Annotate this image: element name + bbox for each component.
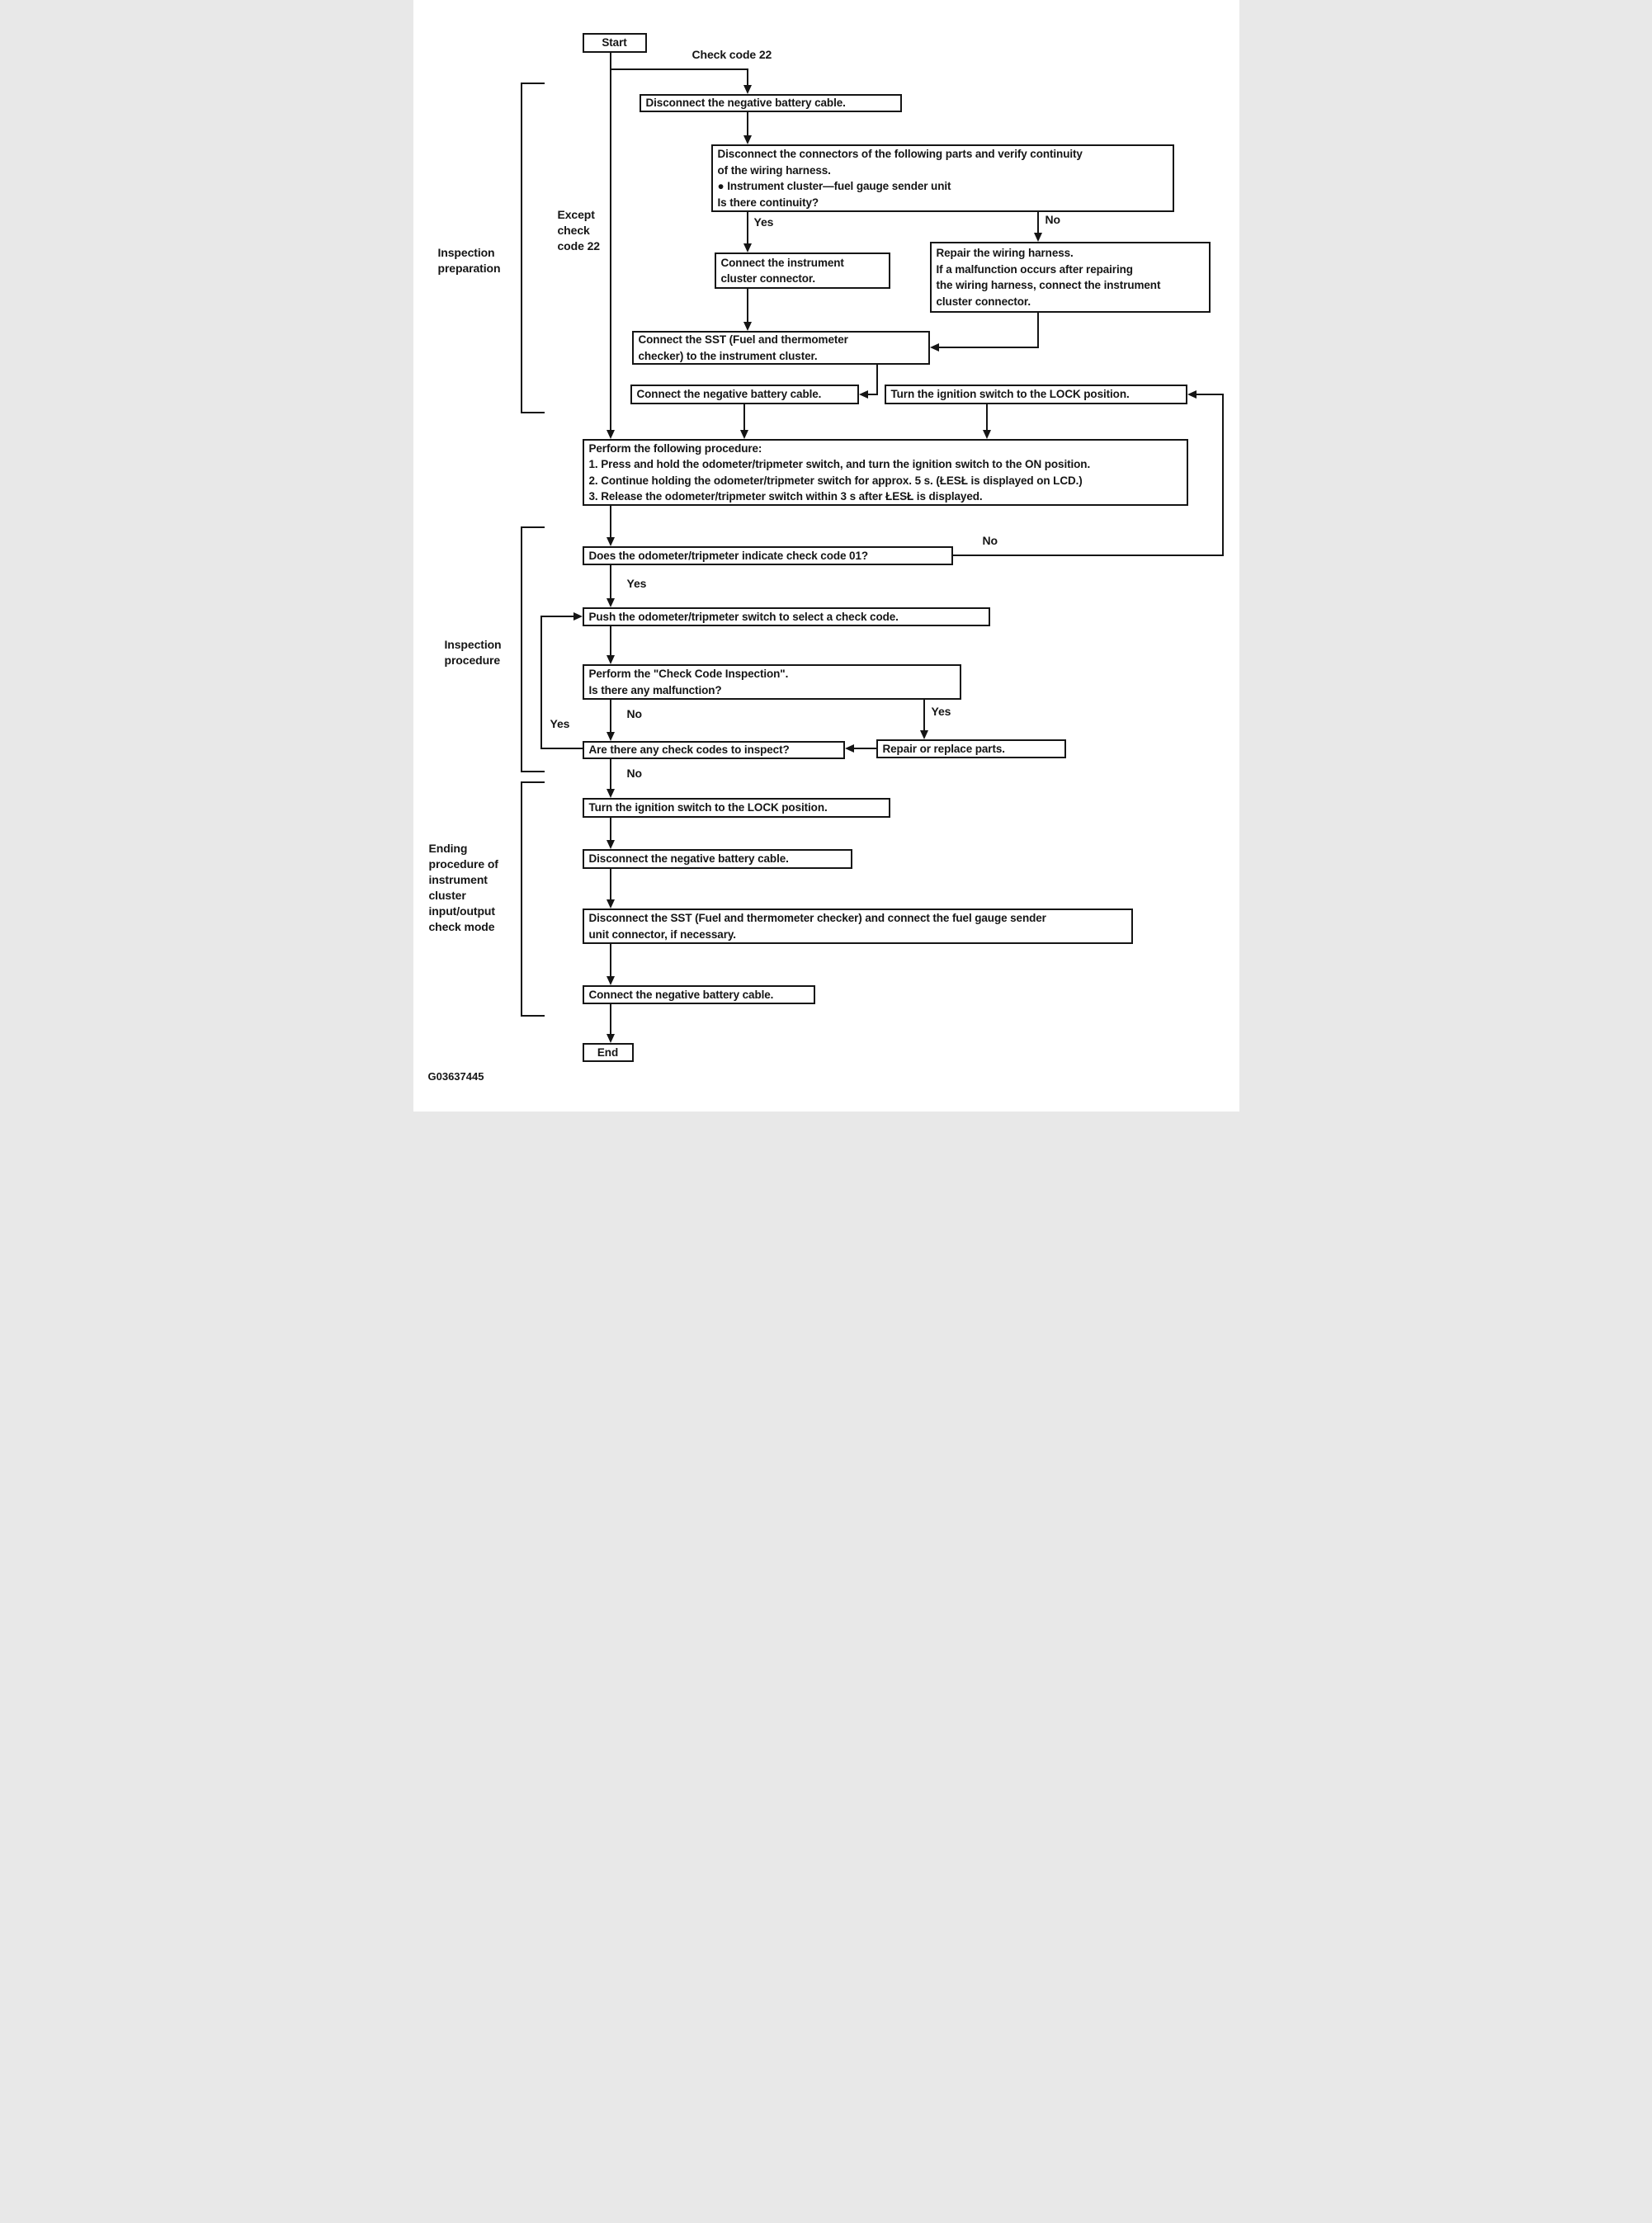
section-label-inspection-preparation: Inspection preparation — [437, 246, 501, 275]
arrowhead-into-check-code-inspection — [606, 655, 615, 664]
edge-repair-harness-down — [1036, 313, 1039, 348]
arrowhead-into-connect-battery-1 — [858, 390, 868, 399]
arrowhead-into-connect-cluster — [743, 243, 752, 253]
bracket-inspection-procedure-top-tick — [520, 526, 545, 528]
node-repair-or-replace: Repair or replace parts. — [876, 739, 1066, 758]
edge-no-loop-right — [1221, 394, 1224, 556]
branch-label-malfunction-yes: Yes — [931, 705, 951, 718]
edge-no-loop-bottom — [952, 555, 1224, 556]
node-connect-battery-2: Connect the negative battery cable. — [582, 985, 815, 1004]
bracket-inspection-preparation — [520, 83, 522, 413]
arrowhead-into-ignition-lock-1-right — [1187, 390, 1197, 399]
edge-spine-except-code-22 — [609, 53, 611, 430]
edge-malfunction-yes — [923, 700, 925, 730]
node-disconnect-battery-1: Disconnect the negative battery cable. — [639, 94, 902, 112]
edge-disconnect-sst-down — [609, 944, 611, 976]
arrowhead-into-repair-or-replace — [919, 730, 928, 739]
node-connect-cluster-connector: Connect the instrument cluster connector… — [714, 253, 890, 289]
edge-push-switch-down — [609, 626, 611, 655]
bracket-ending-procedure — [520, 782, 522, 1017]
branch-label-code01-no: No — [982, 534, 998, 547]
arrowhead-into-repair-harness — [1033, 233, 1042, 242]
branch-label-check-code-22: Check code 22 — [691, 48, 772, 61]
edge-yes-loop-top — [540, 616, 573, 617]
edge-continuity-no — [1036, 212, 1039, 233]
arrowhead-lock-into-perform — [982, 430, 991, 439]
arrowhead-into-codes-to-inspect — [606, 732, 615, 741]
node-connect-battery-1: Connect the negative battery cable. — [630, 385, 859, 404]
section-label-except-check-code-22: Except check code 22 — [557, 208, 601, 253]
branch-label-code01-yes: Yes — [626, 577, 647, 590]
node-start: Start — [582, 33, 647, 53]
section-label-ending-procedure: Ending procedure of instrument cluster i… — [428, 842, 498, 933]
figure-id: G03637445 — [427, 1070, 484, 1083]
edge-malfunction-no — [609, 700, 611, 732]
node-verify-continuity: Disconnect the connectors of the followi… — [710, 144, 1174, 212]
edge-disconnect-battery-1-down — [746, 112, 748, 135]
edge-connect-sst-down — [876, 365, 878, 395]
edge-ignition-lock-1-down — [985, 404, 988, 430]
arrowhead-into-end — [606, 1034, 615, 1043]
node-disconnect-battery-2: Disconnect the negative battery cable. — [582, 849, 852, 869]
node-disconnect-sst: Disconnect the SST (Fuel and thermometer… — [582, 909, 1133, 944]
branch-label-malfunction-no: No — [626, 707, 643, 720]
arrowhead-into-connect-battery-2 — [606, 976, 615, 985]
bracket-inspection-procedure-bottom-tick — [520, 771, 545, 772]
edge-connect-sst-left — [867, 394, 878, 395]
arrowhead-into-ignition-lock-2 — [606, 789, 615, 798]
arrowhead-into-check-code-01 — [606, 537, 615, 546]
node-repair-wiring-harness: Repair the wiring harness. If a malfunct… — [929, 242, 1211, 313]
section-label-inspection-procedure: Inspection procedure — [444, 638, 502, 667]
edge-connect-battery-2-down — [609, 1004, 611, 1034]
bracket-ending-procedure-bottom-tick — [520, 1015, 545, 1017]
node-push-switch-select-code: Push the odometer/tripmeter switch to se… — [582, 607, 990, 626]
edge-connect-battery-1-down — [743, 404, 745, 430]
arrowhead-into-disconnect-sst — [606, 899, 615, 909]
node-ignition-lock-2: Turn the ignition switch to the LOCK pos… — [582, 798, 890, 818]
arrowhead-into-push-switch — [606, 598, 615, 607]
edge-perform-down — [609, 506, 611, 537]
arrowhead-into-codes-to-inspect-right — [844, 744, 854, 753]
node-codes-to-inspect: Are there any check codes to inspect? — [582, 741, 845, 759]
bracket-inspection-preparation-bottom-tick — [520, 412, 545, 413]
edge-continuity-yes — [746, 212, 748, 243]
edge-repair-or-replace-left — [853, 748, 876, 749]
arrowhead-into-disconnect-battery-2 — [606, 840, 615, 849]
bracket-ending-procedure-top-tick — [520, 781, 545, 783]
arrowhead-into-push-switch-left — [573, 612, 583, 621]
edge-repair-harness-left — [938, 347, 1039, 348]
branch-label-inspect-more-no: No — [626, 767, 643, 780]
flowchart-page: Inspection preparation Except check code… — [413, 0, 1239, 1112]
branch-label-inspect-more-yes: Yes — [550, 717, 570, 730]
bracket-inspection-procedure — [520, 527, 522, 772]
edge-check-code-22-horizontal — [609, 68, 748, 70]
node-indicates-check-code-01: Does the odometer/tripmeter indicate che… — [582, 546, 953, 565]
edge-yes-loop-left — [540, 616, 542, 748]
node-perform-procedure: Perform the following procedure: 1. Pres… — [582, 439, 1188, 506]
node-end: End — [582, 1043, 634, 1062]
edge-disconnect-battery-2-down — [609, 869, 611, 899]
edge-inspect-more-no — [609, 759, 611, 789]
node-connect-sst: Connect the SST (Fuel and thermometer ch… — [631, 331, 930, 365]
bracket-inspection-preparation-top-tick — [520, 83, 545, 84]
edge-connect-cluster-down — [746, 289, 748, 322]
edge-code01-yes — [609, 565, 611, 598]
edge-yes-loop-bottom — [540, 748, 583, 749]
arrowhead-into-connect-sst — [743, 322, 752, 331]
edge-ignition-lock-2-down — [609, 818, 611, 840]
edge-check-code-22-vertical — [746, 68, 748, 85]
arrowhead-into-verify-continuity — [743, 135, 752, 144]
arrowhead-into-disconnect-battery-1 — [743, 85, 752, 94]
edge-no-loop-top — [1196, 394, 1224, 395]
branch-label-continuity-no: No — [1045, 213, 1061, 226]
arrowhead-battery-into-perform — [739, 430, 748, 439]
arrowhead-spine-into-perform — [606, 430, 615, 439]
branch-label-continuity-yes: Yes — [753, 215, 774, 229]
node-check-code-inspection: Perform the "Check Code Inspection". Is … — [582, 664, 961, 700]
arrowhead-into-connect-sst-right — [929, 343, 939, 352]
node-ignition-lock-1: Turn the ignition switch to the LOCK pos… — [884, 385, 1187, 404]
